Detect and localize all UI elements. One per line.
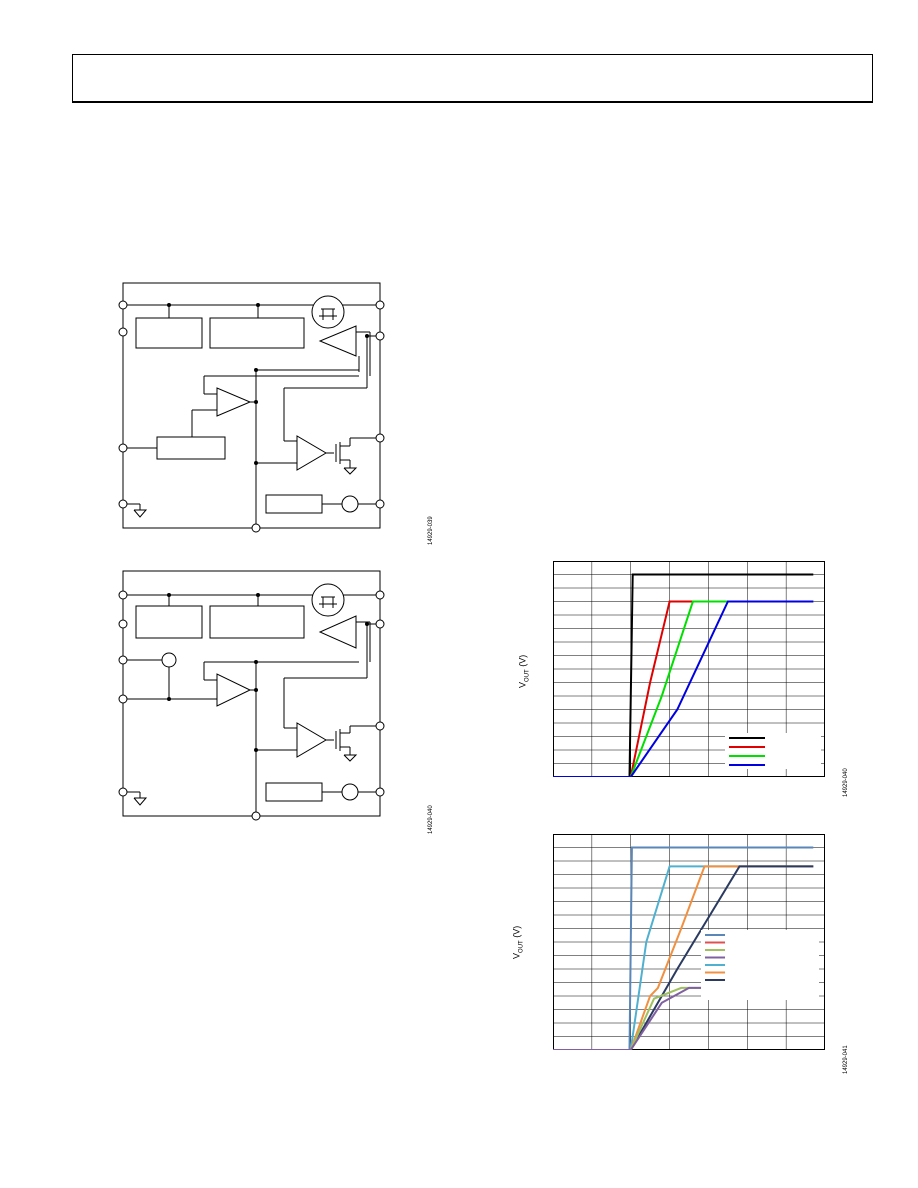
block-d <box>265 494 323 514</box>
legend <box>701 930 819 1000</box>
block-c <box>156 436 226 460</box>
pass-transistor-icon <box>311 295 345 329</box>
block-b <box>209 317 305 349</box>
plot-2-ylabel: VOUT (V) <box>511 925 525 959</box>
plot-2 <box>553 834 825 1050</box>
series-line-4 <box>553 865 814 1050</box>
current-source-icon-2 <box>341 783 359 801</box>
block-a <box>135 605 203 639</box>
block-b <box>209 605 305 639</box>
current-source-icon <box>341 495 359 513</box>
block-diagram-2 <box>118 570 385 821</box>
figure-1-id: 14929-039 <box>428 516 434 545</box>
series-line-1 <box>553 846 814 1050</box>
page-header-frame <box>72 54 873 103</box>
plot-1-id: 14929-040 <box>843 768 849 797</box>
current-source-icon <box>161 652 177 668</box>
error-amp-icon <box>318 615 357 649</box>
comparator-icon <box>296 435 327 471</box>
error-amp-icon <box>318 325 357 357</box>
block-a <box>135 317 203 349</box>
series-line-3 <box>553 865 814 1050</box>
plot-frame <box>553 561 825 777</box>
pass-transistor-icon <box>311 583 345 617</box>
reference-amp-icon <box>216 387 252 417</box>
plot-1-ylabel: VOUT (V) <box>517 654 531 688</box>
series-line-1 <box>553 573 814 777</box>
series-line-4 <box>553 600 814 777</box>
plot-1 <box>553 561 825 777</box>
plot-frame <box>553 834 825 1050</box>
legend <box>725 733 821 769</box>
figure-2-id: 14929-040 <box>428 805 434 834</box>
comparator-icon <box>296 722 327 758</box>
pin-circles <box>118 300 385 533</box>
block-d <box>265 782 323 802</box>
block-diagram-1 <box>118 282 385 533</box>
reference-amp-icon <box>216 673 252 707</box>
plot-2-id: 14929-041 <box>843 1045 849 1074</box>
pin-circles <box>118 590 385 821</box>
